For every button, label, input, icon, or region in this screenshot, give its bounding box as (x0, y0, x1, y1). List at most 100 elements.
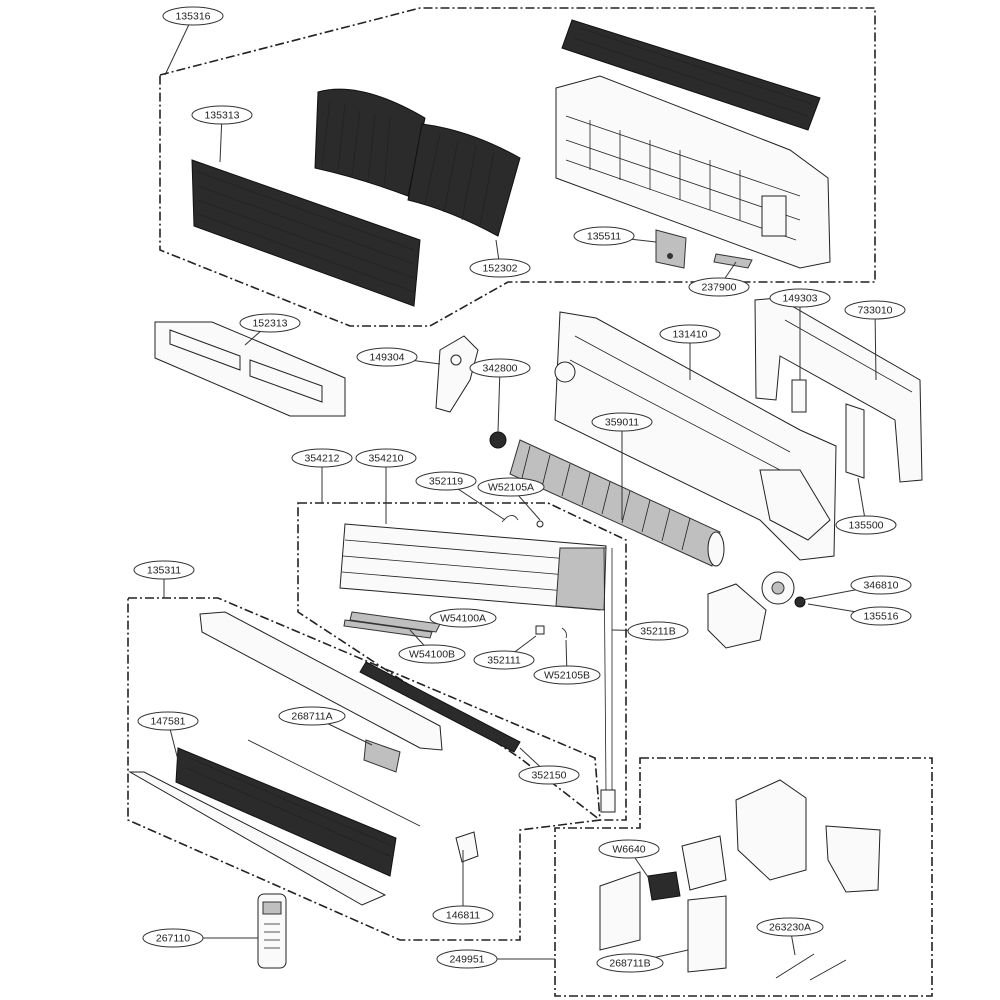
callout-label: 354210 (368, 453, 403, 465)
callout-oval (356, 347, 418, 367)
callout-oval (769, 288, 831, 308)
callout-oval (598, 839, 660, 859)
callout-152313: 152313 (239, 313, 301, 346)
callout-oval (518, 765, 580, 785)
callout-label: 354212 (304, 453, 339, 465)
drain-pan-frame-part (554, 311, 837, 561)
callout-label: 346810 (863, 580, 898, 592)
fan-motor-part (761, 571, 806, 608)
callout-label: 131410 (672, 329, 707, 341)
callout-149304: 149304 (356, 347, 441, 367)
callout-label: W6640 (612, 844, 645, 856)
callout-342800: 342800 (469, 358, 531, 433)
callout-oval (850, 575, 912, 595)
bracket-135511-part (655, 229, 687, 269)
part-drawings (128, 19, 923, 981)
callout-label: 342800 (482, 363, 517, 375)
callout-oval (473, 650, 535, 670)
callout-label: 152302 (482, 263, 517, 275)
callout-354212: 354212 (291, 448, 353, 503)
callout-label: 237900 (701, 282, 736, 294)
callout-35211B: 35211B (611, 621, 689, 641)
callout-label: 352119 (429, 476, 463, 488)
callout-oval (627, 621, 689, 641)
callout-346810: 346810 (801, 575, 912, 601)
callout-733010: 733010 (844, 300, 906, 381)
callout-leader-line (164, 15, 194, 76)
callout-249951: 249951 (436, 949, 555, 969)
callout-oval (191, 105, 253, 125)
callout-W54100A: W54100A (429, 608, 497, 628)
callout-135316: 135316 (162, 6, 224, 76)
callout-131410: 131410 (659, 324, 721, 380)
step-motor-part (455, 831, 479, 863)
callout-label: 135500 (848, 520, 883, 532)
callout-oval (591, 412, 653, 432)
callout-label: 135311 (147, 565, 181, 577)
callout-oval (291, 448, 353, 468)
callout-263230A: 263230A (756, 917, 824, 956)
cross-flow-fan-part (509, 439, 725, 567)
callout-135313: 135313 (191, 105, 253, 163)
callout-label: 135316 (175, 11, 210, 23)
chassis-frame-part (555, 75, 831, 269)
callout-labels: 135316 135313 152302 135511 237900 152313 1493… (133, 6, 912, 973)
bearing-part (489, 431, 507, 449)
callout-oval (533, 665, 601, 685)
callout-oval (239, 313, 301, 333)
callout-label: 152313 (252, 318, 287, 330)
callout-oval (432, 905, 494, 925)
base-group-boundary (127, 597, 601, 941)
callout-352119: 352119 (415, 471, 506, 521)
side-bracket-part (845, 403, 865, 479)
callout-135500: 135500 (835, 477, 897, 535)
callout-oval (477, 477, 545, 497)
callout-label: W54100A (440, 613, 486, 625)
bracket-149304-part (435, 335, 479, 413)
callout-oval (688, 277, 750, 297)
callout-W54100B: W54100B (398, 629, 466, 664)
callout-W52105A: W52105A (477, 477, 545, 521)
assembly-boundaries (127, 7, 933, 997)
callout-W6640: W6640 (598, 839, 660, 881)
callout-oval (573, 226, 635, 246)
callout-147581: 147581 (137, 711, 199, 761)
callout-label: 135511 (587, 231, 621, 243)
callout-label: 147581 (150, 716, 185, 728)
callout-label: 149304 (369, 352, 404, 364)
callout-oval (415, 471, 477, 491)
callout-label: 263230A (769, 922, 811, 934)
callout-oval (659, 324, 721, 344)
callout-oval (850, 606, 912, 626)
callout-354210: 354210 (355, 448, 417, 524)
control-box-part (599, 779, 881, 973)
callout-152302: 152302 (469, 239, 531, 278)
callout-oval (469, 258, 531, 278)
control-box-group-boundary (554, 757, 933, 997)
callout-leader-line (874, 309, 877, 381)
callout-268711B: 268711B (596, 949, 689, 973)
callout-oval (596, 953, 664, 973)
callout-label: 146811 (446, 910, 480, 922)
callout-label: W52105A (488, 482, 534, 494)
callout-W52105B: W52105B (533, 639, 601, 685)
callout-oval (278, 706, 346, 726)
evaporator-coil-part (339, 523, 607, 611)
air-filter-part (314, 88, 521, 237)
callout-oval (133, 560, 195, 580)
callout-146811: 146811 (432, 850, 494, 925)
motor-mount-part (707, 583, 767, 649)
callout-352111: 352111 (473, 635, 537, 670)
callout-oval (436, 949, 498, 969)
louver-link-part (247, 739, 421, 827)
callout-label: 359011 (605, 417, 639, 429)
callout-oval (429, 608, 497, 628)
callout-label: 352111 (487, 655, 521, 667)
callout-oval (835, 515, 897, 535)
callout-label: 268711B (609, 958, 650, 970)
callout-oval (162, 6, 224, 26)
callout-oval (142, 928, 204, 948)
callout-label: 352150 (531, 770, 566, 782)
callout-label: 135313 (204, 110, 239, 122)
